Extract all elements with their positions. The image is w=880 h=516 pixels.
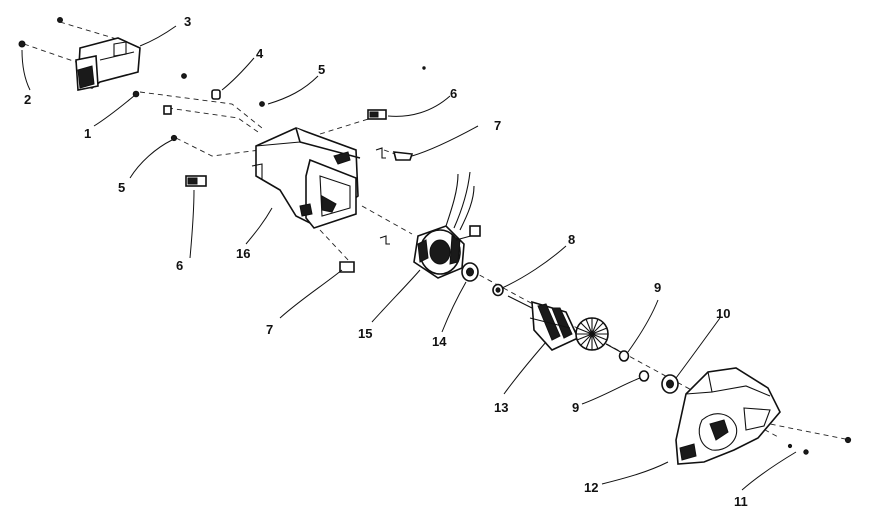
callout-15: 15 [358, 326, 372, 341]
callout-6-lower: 6 [176, 258, 183, 273]
callout-9-lower: 9 [572, 400, 579, 415]
part-6-brush [185, 109, 387, 187]
part-13-armature [507, 295, 629, 357]
armature-fan-icon [575, 317, 609, 351]
callout-9-upper: 9 [654, 280, 661, 295]
callout-8: 8 [568, 232, 575, 247]
callout-1: 1 [84, 126, 91, 141]
assembly-centerlines [23, 21, 851, 441]
leader-lines [21, 25, 797, 491]
part-8-washer [492, 283, 504, 297]
callout-labels: 1 2 3 4 5 5 6 6 7 7 8 9 9 10 11 12 13 14… [24, 14, 748, 509]
part-4-bushing [163, 89, 221, 115]
callout-14: 14 [432, 334, 447, 349]
callout-13: 13 [494, 400, 508, 415]
callout-12: 12 [584, 480, 598, 495]
part-10-bearing [661, 374, 679, 394]
callout-4: 4 [256, 46, 264, 61]
callout-7-lower: 7 [266, 322, 273, 337]
callout-5-lower: 5 [118, 180, 125, 195]
part-16-motor-housing [251, 127, 361, 229]
part-9-washer [618, 350, 650, 382]
stray-mark [422, 66, 426, 70]
part-2-screw [18, 17, 63, 48]
callout-6-upper: 6 [450, 86, 457, 101]
callout-3: 3 [184, 14, 191, 29]
part-12-gear-housing [675, 367, 781, 465]
callout-16: 16 [236, 246, 250, 261]
part-15-field-stator [413, 171, 481, 279]
part-3-end-cap [75, 37, 141, 91]
part-7-clip [339, 147, 414, 273]
part-5-screw [170, 101, 265, 142]
callout-2: 2 [24, 92, 31, 107]
part-11-screw [787, 436, 852, 455]
part-1-screw [132, 73, 187, 98]
callout-11: 11 [734, 494, 748, 509]
part-14-bearing [461, 262, 479, 282]
callout-5-upper: 5 [318, 62, 325, 77]
callout-7-upper: 7 [494, 118, 501, 133]
callout-10: 10 [716, 306, 730, 321]
